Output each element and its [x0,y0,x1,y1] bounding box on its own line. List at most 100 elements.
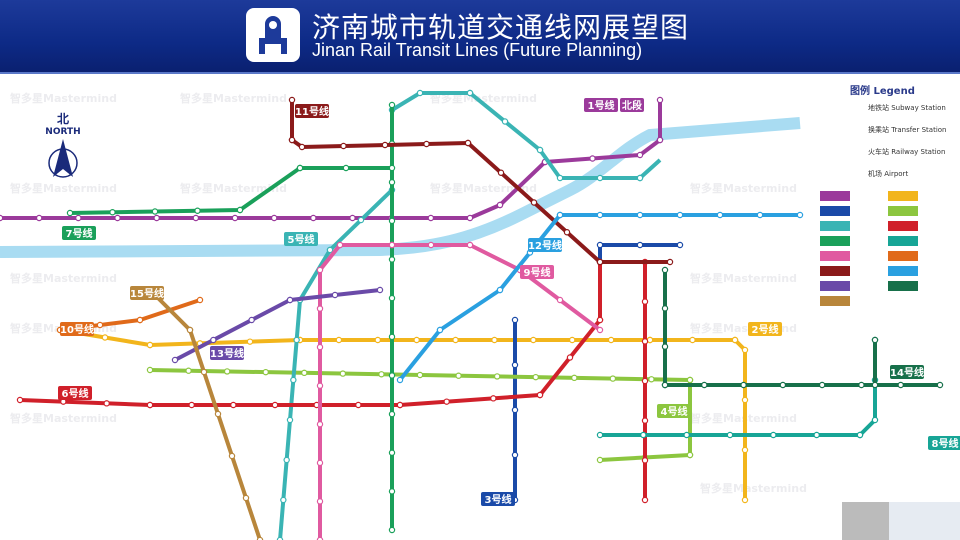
station[interactable] [716,211,724,219]
station[interactable] [316,382,324,389]
station[interactable] [756,211,764,219]
station[interactable] [376,286,384,294]
station[interactable] [607,336,615,344]
station[interactable] [355,401,362,409]
station[interactable] [185,367,192,374]
station[interactable] [35,214,43,222]
station[interactable] [871,416,879,424]
station[interactable] [388,333,396,341]
station[interactable] [230,401,237,409]
station[interactable] [153,214,160,222]
station[interactable] [490,395,497,402]
station[interactable] [596,326,604,334]
station[interactable] [646,336,654,344]
station[interactable] [331,291,339,299]
station[interactable] [530,336,537,344]
station[interactable] [301,369,308,377]
station[interactable] [466,241,474,249]
station[interactable] [316,305,324,312]
station[interactable] [497,169,505,176]
station[interactable] [388,101,396,109]
station[interactable] [511,361,519,369]
station[interactable] [388,164,396,172]
station[interactable] [248,316,255,324]
station[interactable] [641,457,649,464]
station[interactable] [336,241,344,249]
station[interactable] [416,89,424,97]
station[interactable] [770,431,777,439]
station[interactable] [443,398,450,405]
station[interactable] [276,536,284,540]
station[interactable] [648,376,655,383]
station[interactable] [396,376,404,384]
station[interactable] [340,142,347,150]
station[interactable] [316,498,324,505]
station[interactable] [731,336,739,344]
station[interactable] [146,401,154,409]
station[interactable] [388,217,396,225]
station[interactable] [271,401,279,409]
station[interactable] [532,373,539,381]
station[interactable] [455,372,462,379]
station[interactable] [374,336,381,344]
station[interactable] [286,296,294,304]
station[interactable] [511,316,519,324]
station[interactable] [151,208,159,215]
station[interactable] [388,488,396,495]
station[interactable] [596,431,604,439]
station[interactable] [286,416,294,424]
station[interactable] [609,375,617,382]
station[interactable] [530,199,538,206]
station[interactable] [326,246,334,254]
station[interactable] [636,151,644,159]
station[interactable] [349,214,356,222]
station[interactable] [114,214,121,222]
station[interactable] [661,343,669,350]
station[interactable] [741,396,749,404]
station[interactable] [493,373,501,380]
station[interactable] [640,431,647,439]
station[interactable] [491,336,498,344]
station[interactable] [813,431,820,439]
station[interactable] [316,421,324,428]
station[interactable] [236,206,244,214]
station[interactable] [556,211,564,219]
station[interactable] [293,336,300,344]
station[interactable] [596,174,604,182]
station[interactable] [214,410,222,418]
station[interactable] [171,356,179,364]
station[interactable] [563,229,571,236]
station[interactable] [396,401,404,409]
station[interactable] [342,164,350,172]
station[interactable] [501,118,509,125]
station[interactable] [589,155,596,162]
station[interactable] [436,326,444,334]
station[interactable] [388,410,396,418]
station[interactable] [666,258,674,266]
station[interactable] [566,354,574,361]
station[interactable] [496,201,504,209]
station[interactable] [641,298,649,305]
station[interactable] [641,377,649,385]
station[interactable] [496,286,504,294]
station[interactable] [339,370,347,377]
station[interactable] [378,371,385,378]
station[interactable] [413,336,420,344]
station[interactable] [676,241,684,249]
station[interactable] [270,214,278,222]
station[interactable] [701,381,708,389]
station[interactable] [357,216,365,224]
station[interactable] [196,296,204,304]
station[interactable] [290,376,297,384]
station[interactable] [726,431,734,439]
station[interactable] [103,400,110,407]
station[interactable] [262,368,269,376]
station[interactable] [242,494,250,502]
station[interactable] [871,381,879,389]
station[interactable] [423,140,430,148]
station[interactable] [779,381,787,389]
station[interactable] [310,214,317,222]
station[interactable] [288,96,296,104]
station[interactable] [636,241,644,249]
station[interactable] [210,336,217,344]
